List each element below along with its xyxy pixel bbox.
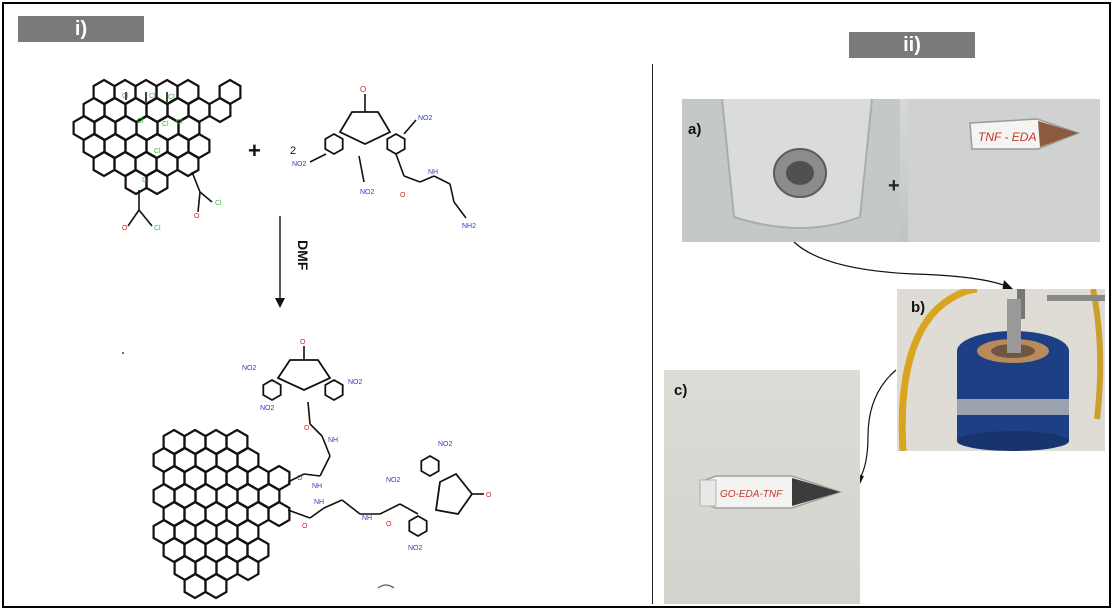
svg-text:Cl: Cl: [215, 200, 222, 207]
svg-text:Cl: Cl: [137, 118, 144, 125]
svg-text:O: O: [122, 225, 128, 232]
panel-divider: [652, 64, 653, 604]
photo-a-mixing: TNF - EDA a) +: [682, 99, 1100, 242]
svg-text:GO-EDA-TNF: GO-EDA-TNF: [720, 489, 783, 500]
photo-b-label: b): [911, 299, 926, 316]
svg-text:TNF - EDA: TNF - EDA: [978, 130, 1036, 144]
svg-text:NO2: NO2: [438, 441, 453, 448]
svg-text:NO2: NO2: [242, 365, 257, 372]
svg-text:Cl: Cl: [122, 93, 129, 100]
svg-text:NO2: NO2: [360, 189, 375, 196]
reaction-arrow: [275, 216, 285, 308]
svg-text:O: O: [486, 492, 492, 499]
svg-text:O: O: [304, 425, 310, 432]
product-graphene-tnf: O O O O O O NO2 NO2 NO2 NO2 NO2 NO2 NH N…: [152, 339, 492, 600]
svg-text:NH: NH: [428, 169, 438, 176]
reagent-label: DMF: [295, 240, 311, 271]
photo-plus-sign: +: [888, 175, 900, 197]
photo-c-product: GO-EDA-TNF c): [664, 370, 860, 604]
svg-text:Cl: Cl: [168, 94, 175, 101]
reaction-plus-sign: +: [248, 138, 261, 163]
stoichiometric-coefficient: 2: [290, 145, 296, 157]
panel-i-badge: i): [18, 16, 144, 42]
svg-text:O: O: [360, 85, 366, 94]
svg-text:Cl: Cl: [154, 225, 161, 232]
svg-text:O: O: [386, 521, 392, 528]
svg-text:Cl: Cl: [176, 119, 183, 126]
go-eda-tnf-vial: GO-EDA-TNF: [699, 475, 843, 509]
photo-c-label: c): [674, 382, 688, 399]
svg-text:NO2: NO2: [408, 545, 423, 552]
svg-text:O: O: [300, 339, 306, 346]
svg-text:NO2: NO2: [348, 379, 363, 386]
svg-text:NO2: NO2: [292, 161, 307, 168]
svg-text:NH: NH: [328, 437, 338, 444]
stray-dot: [122, 352, 124, 354]
photo-a-label: a): [688, 121, 702, 138]
svg-text:NO2: NO2: [260, 405, 275, 412]
svg-text:NH: NH: [314, 499, 324, 506]
svg-text:Cl: Cl: [162, 121, 169, 128]
svg-text:O: O: [400, 192, 406, 199]
panel-ii-badge: ii): [849, 32, 975, 58]
svg-text:Cl: Cl: [154, 148, 161, 155]
svg-text:Cl: Cl: [149, 93, 156, 100]
svg-text:NH: NH: [312, 483, 322, 490]
svg-text:NO2: NO2: [386, 477, 401, 484]
photo-b-heating: b): [897, 289, 1105, 451]
svg-text:NO2: NO2: [418, 115, 433, 122]
photo-b-illustration: [897, 289, 1105, 451]
svg-text:NH2: NH2: [462, 223, 476, 230]
svg-text:O: O: [194, 213, 200, 220]
svg-text:O: O: [302, 523, 308, 530]
photo-c-illustration: GO-EDA-TNF: [699, 475, 843, 509]
svg-text:NH: NH: [362, 515, 372, 522]
tnf-amide-reactant: O O NO2 NO2 NO2 NH NH2: [292, 85, 476, 230]
svg-text:O: O: [297, 475, 303, 482]
tnf-eda-vial: TNF - EDA: [969, 118, 1081, 150]
photo-a-illustration: TNF - EDA: [682, 99, 1100, 242]
svg-text:Cl: Cl: [142, 177, 149, 184]
